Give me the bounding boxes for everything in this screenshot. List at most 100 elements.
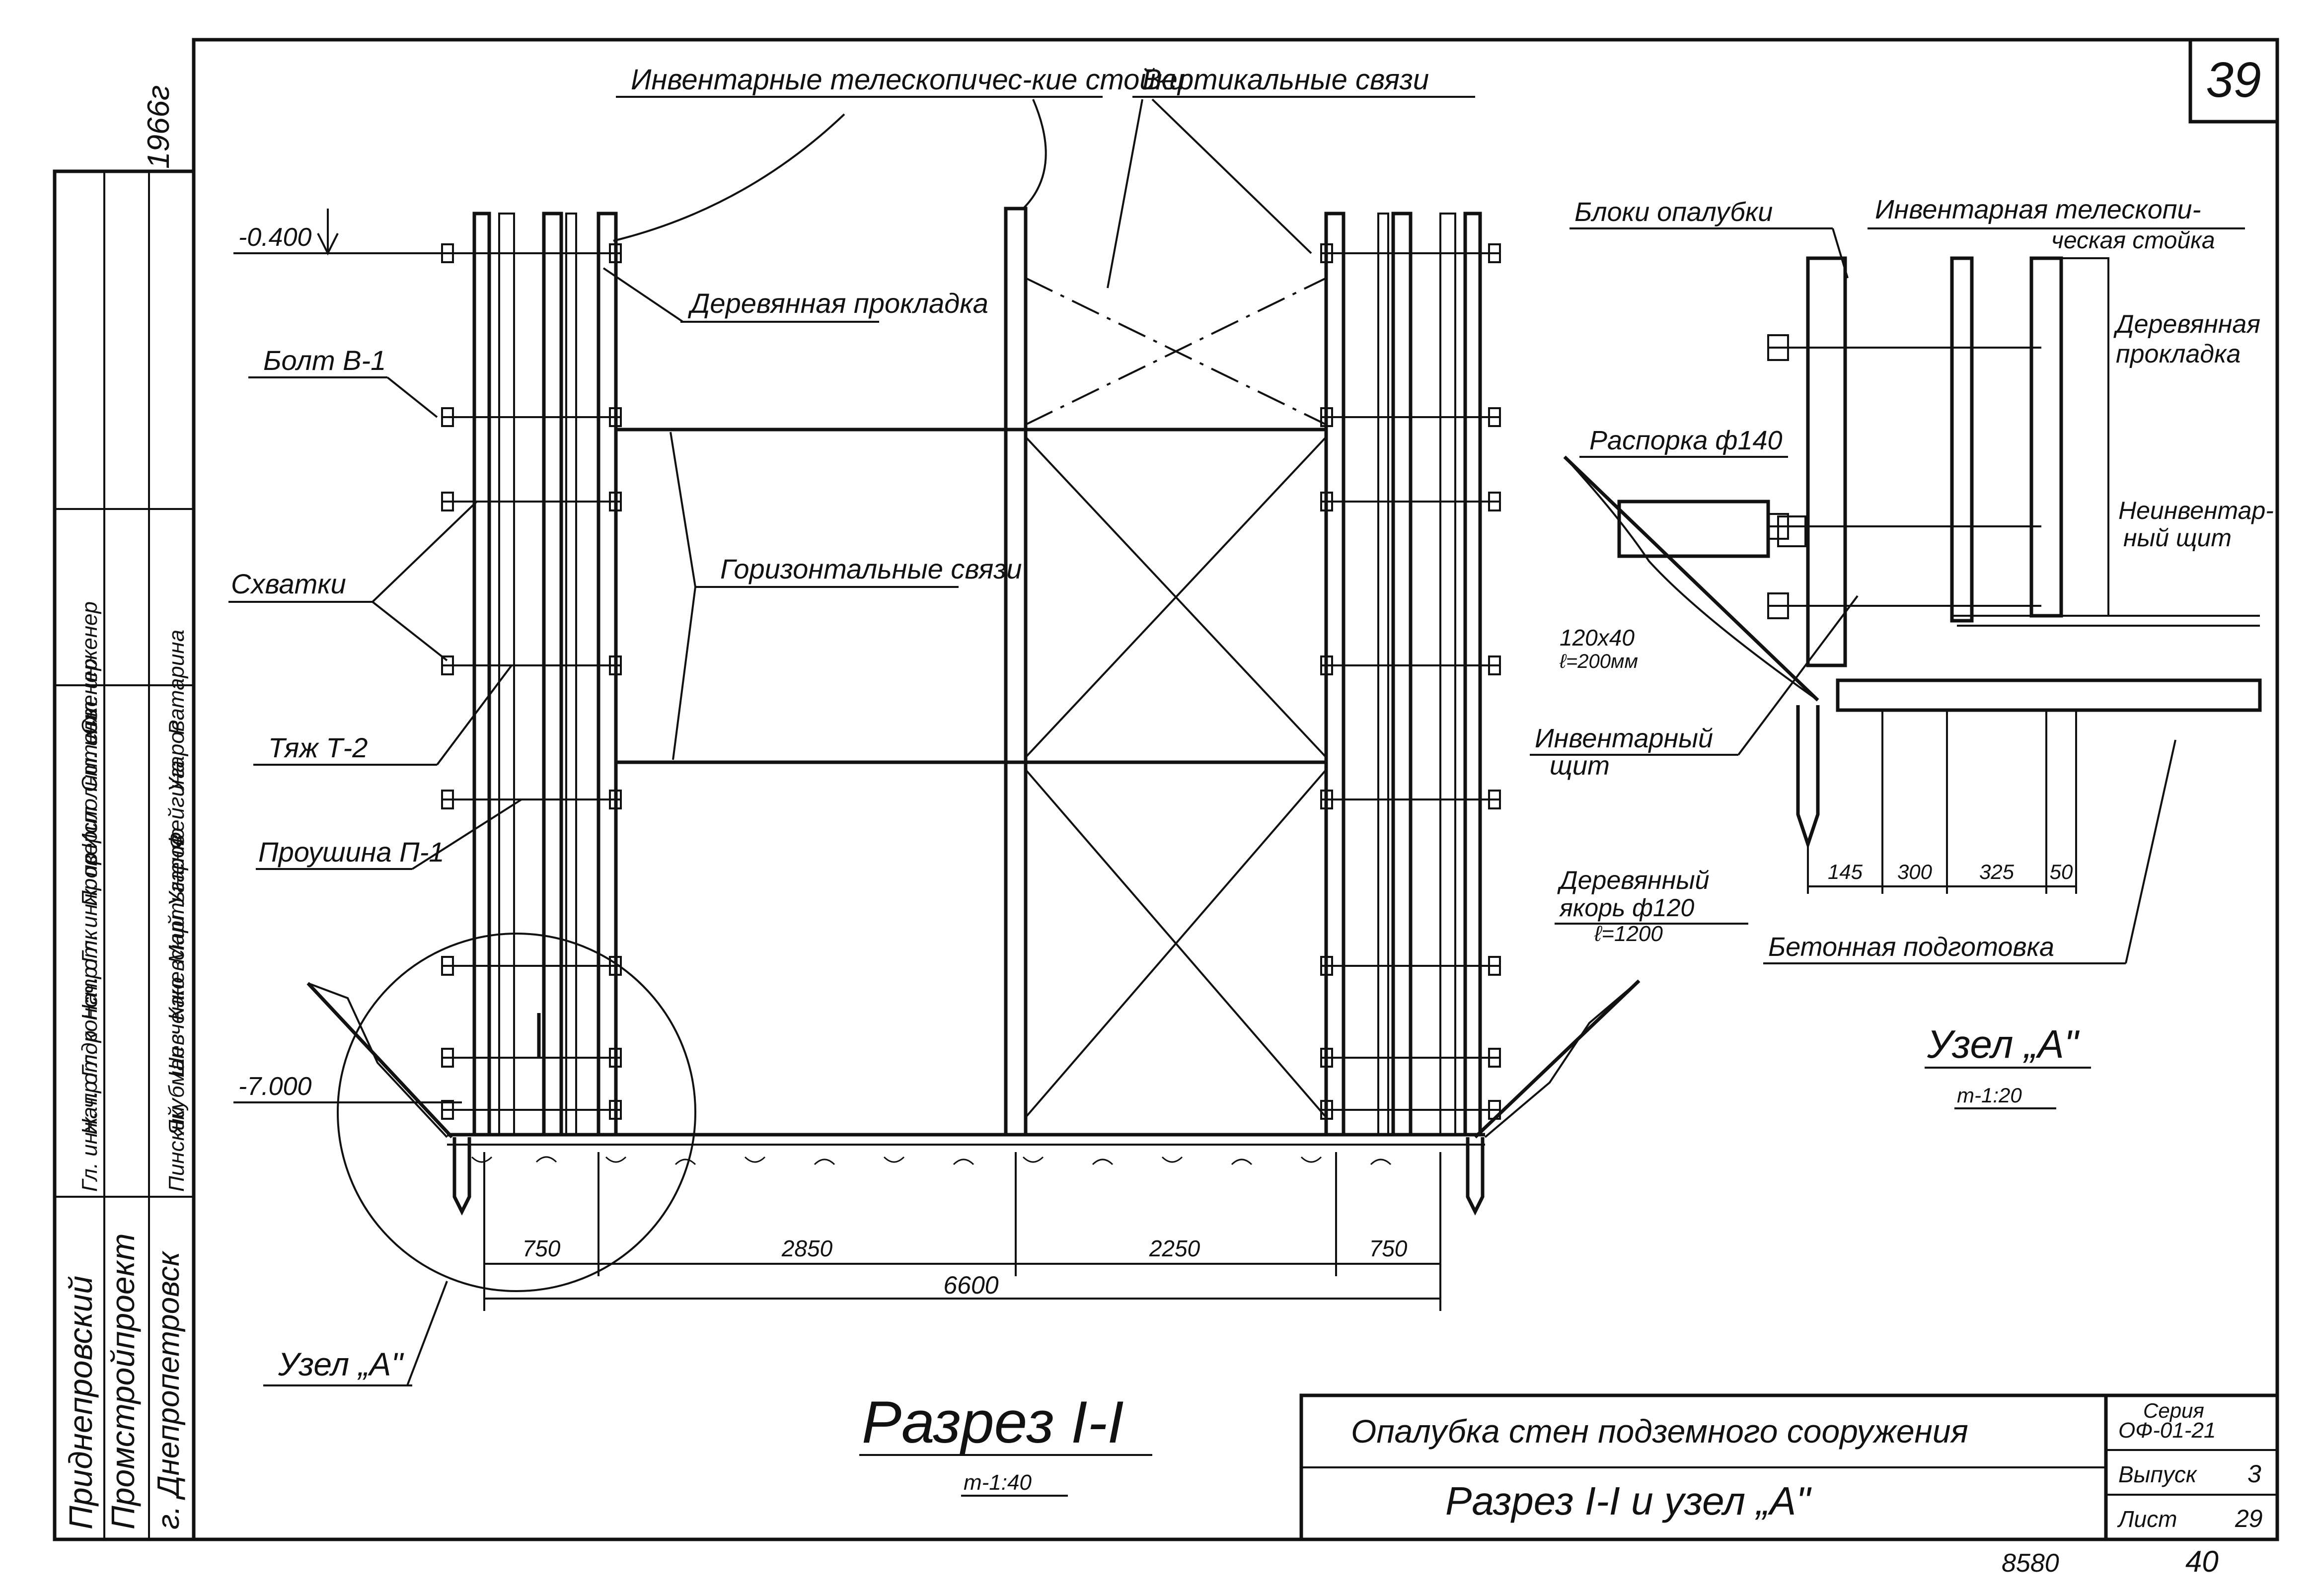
bolt-nut (441, 492, 454, 511)
section-1-1: -0.400 -7.000 (233, 207, 1641, 1386)
node-bolt-nut (1767, 592, 1789, 619)
bolt-nut (1488, 655, 1501, 675)
node-label-inv-panel-1: Инвентарный (1535, 724, 1713, 753)
bolt-nut (441, 790, 454, 809)
node-scale: m-1:20 (1957, 1084, 2022, 1107)
bolt-nut (1320, 243, 1333, 263)
sheet-label: Лист (2117, 1506, 2177, 1532)
staff-role: Гл. инж. пр (77, 1081, 102, 1192)
year-mark: 1966г (142, 85, 176, 169)
dim-total: 6600 (943, 1271, 998, 1299)
section-dimensions: 750 2850 2250 750 (523, 1235, 1408, 1261)
issue-label: Выпуск (2118, 1461, 2198, 1487)
label-wood-pad: Деревянная прокладка (687, 288, 988, 319)
org-name-2: Промстройпроект (104, 1233, 141, 1529)
title-subtitle: Разрез I-I и узел „А" (1445, 1479, 1812, 1523)
org-city: г. Днепропетровск (151, 1250, 186, 1529)
label-clamps: Схватки (231, 568, 346, 599)
series-value: ОФ-01-21 (2118, 1418, 2216, 1443)
sheet-frame (192, 38, 2279, 1541)
bolt-nut (441, 956, 454, 976)
label-vertical-braces: Вертикальные связи (1142, 64, 1429, 96)
bolt-nut (1320, 407, 1333, 427)
section-scale: m-1:40 (964, 1470, 1032, 1495)
title-description: Опалубка стен подземного сооружения (1351, 1413, 1968, 1450)
dim-label: 2850 (781, 1235, 833, 1261)
bolt-nut (1488, 1100, 1501, 1120)
node-label-noninv-1: Неинвентар- (2118, 497, 2274, 524)
bolt-nut (609, 956, 622, 976)
node-dim-label: 300 (1897, 860, 1933, 883)
node-label-wood-pad-1: Деревянная (2113, 310, 2260, 339)
sheet-value: 29 (2235, 1505, 2263, 1532)
node-bolt-nut (1767, 513, 1789, 540)
node-label-blocks: Блоки опалубки (1574, 197, 1773, 227)
node-dim-label: 325 (1979, 860, 2015, 883)
label-telescopic-posts: Инвентарные телескопичес-кие стойки (631, 64, 1185, 96)
bolt-nut (441, 1100, 454, 1120)
node-label-telescopic-2: ческая стойка (2051, 227, 2215, 254)
bolt-nut (609, 243, 622, 263)
label-tie: Тяж Т-2 (268, 732, 368, 763)
bolt-nut (609, 790, 622, 809)
label-bolt: Болт В-1 (263, 345, 386, 376)
bolt-nut (1488, 492, 1501, 511)
bolt-nut (441, 407, 454, 427)
bolt-nut (441, 1048, 454, 1068)
elevation-bottom: -7.000 (238, 1072, 312, 1101)
dim-label: 2250 (1149, 1235, 1200, 1261)
label-lug: Проушина П-1 (258, 836, 445, 868)
bolt-nut (609, 655, 622, 675)
label-node-a-callout: Узел „А" (278, 1346, 404, 1382)
staff-name: Мартыненко (164, 828, 189, 963)
elevation-top: -0.400 (238, 223, 312, 252)
staff-role: Проверил (77, 806, 102, 906)
node-label-anchor-2: якорь ф120 (1559, 894, 1695, 922)
staff-name: Ратарина (164, 630, 189, 735)
staff-name: Угаров (164, 720, 189, 793)
dim-label: 750 (1369, 1235, 1408, 1261)
staff-name: Фейгина (164, 760, 189, 849)
title-block (1299, 1393, 2279, 1541)
bolt-nut (1488, 1048, 1501, 1068)
bolt-nut (1320, 655, 1333, 675)
staff-role: Нач. отдр (77, 1030, 102, 1135)
staff-name: Пинский (164, 1106, 189, 1192)
dim-label: 750 (523, 1235, 561, 1261)
label-horizontal-braces: Горизонтальные связи (720, 553, 1022, 584)
staff-name: Каневский (164, 915, 189, 1020)
staff-role: Гл. констр (77, 967, 102, 1078)
section-title: Разрез I-I (862, 1389, 1124, 1455)
node-a-drawing (1563, 256, 2262, 894)
staff-role: Ст. инженер (77, 601, 102, 735)
node-a-callout-circle (337, 933, 696, 1292)
bolt-nut (1320, 1100, 1333, 1120)
bolt-nut (609, 492, 622, 511)
bolt-nut (609, 407, 622, 427)
bolt-nut (1488, 407, 1501, 427)
node-label-pad-size: 120х40 (1560, 625, 1635, 651)
bolt-nut (1488, 243, 1501, 263)
staff-list: Гл. инж. пр Пинский Нач. отдр Якубман Гл. ко… (77, 601, 189, 1192)
bolt-nut (441, 655, 454, 675)
bolt-nut (609, 1100, 622, 1120)
node-label-anchor-3: ℓ=1200 (1594, 922, 1663, 946)
node-label-pad-length: ℓ=200мм (1559, 651, 1638, 672)
bolt-nut (1320, 956, 1333, 976)
sheet-number: 39 (2206, 52, 2261, 108)
sheet-number-box (2188, 38, 2279, 124)
bolt-nut (609, 1048, 622, 1068)
series-label: Серия (2143, 1399, 2204, 1422)
node-dim-label: 145 (1828, 860, 1863, 883)
node-label-telescopic-1: Инвентарная телескопи- (1875, 195, 2201, 224)
node-label-anchor-1: Деревянный (1557, 866, 1710, 895)
staff-role: Нач. отк (77, 929, 102, 1020)
bolt-nut (1320, 1048, 1333, 1068)
staff-name: Якубман (164, 1047, 189, 1136)
org-name-1: Приднепровский (62, 1276, 99, 1529)
node-bolt-nut (1767, 334, 1789, 361)
bolt-nut (1488, 790, 1501, 809)
node-label-concrete: Бетонная подготовка (1768, 932, 2054, 962)
